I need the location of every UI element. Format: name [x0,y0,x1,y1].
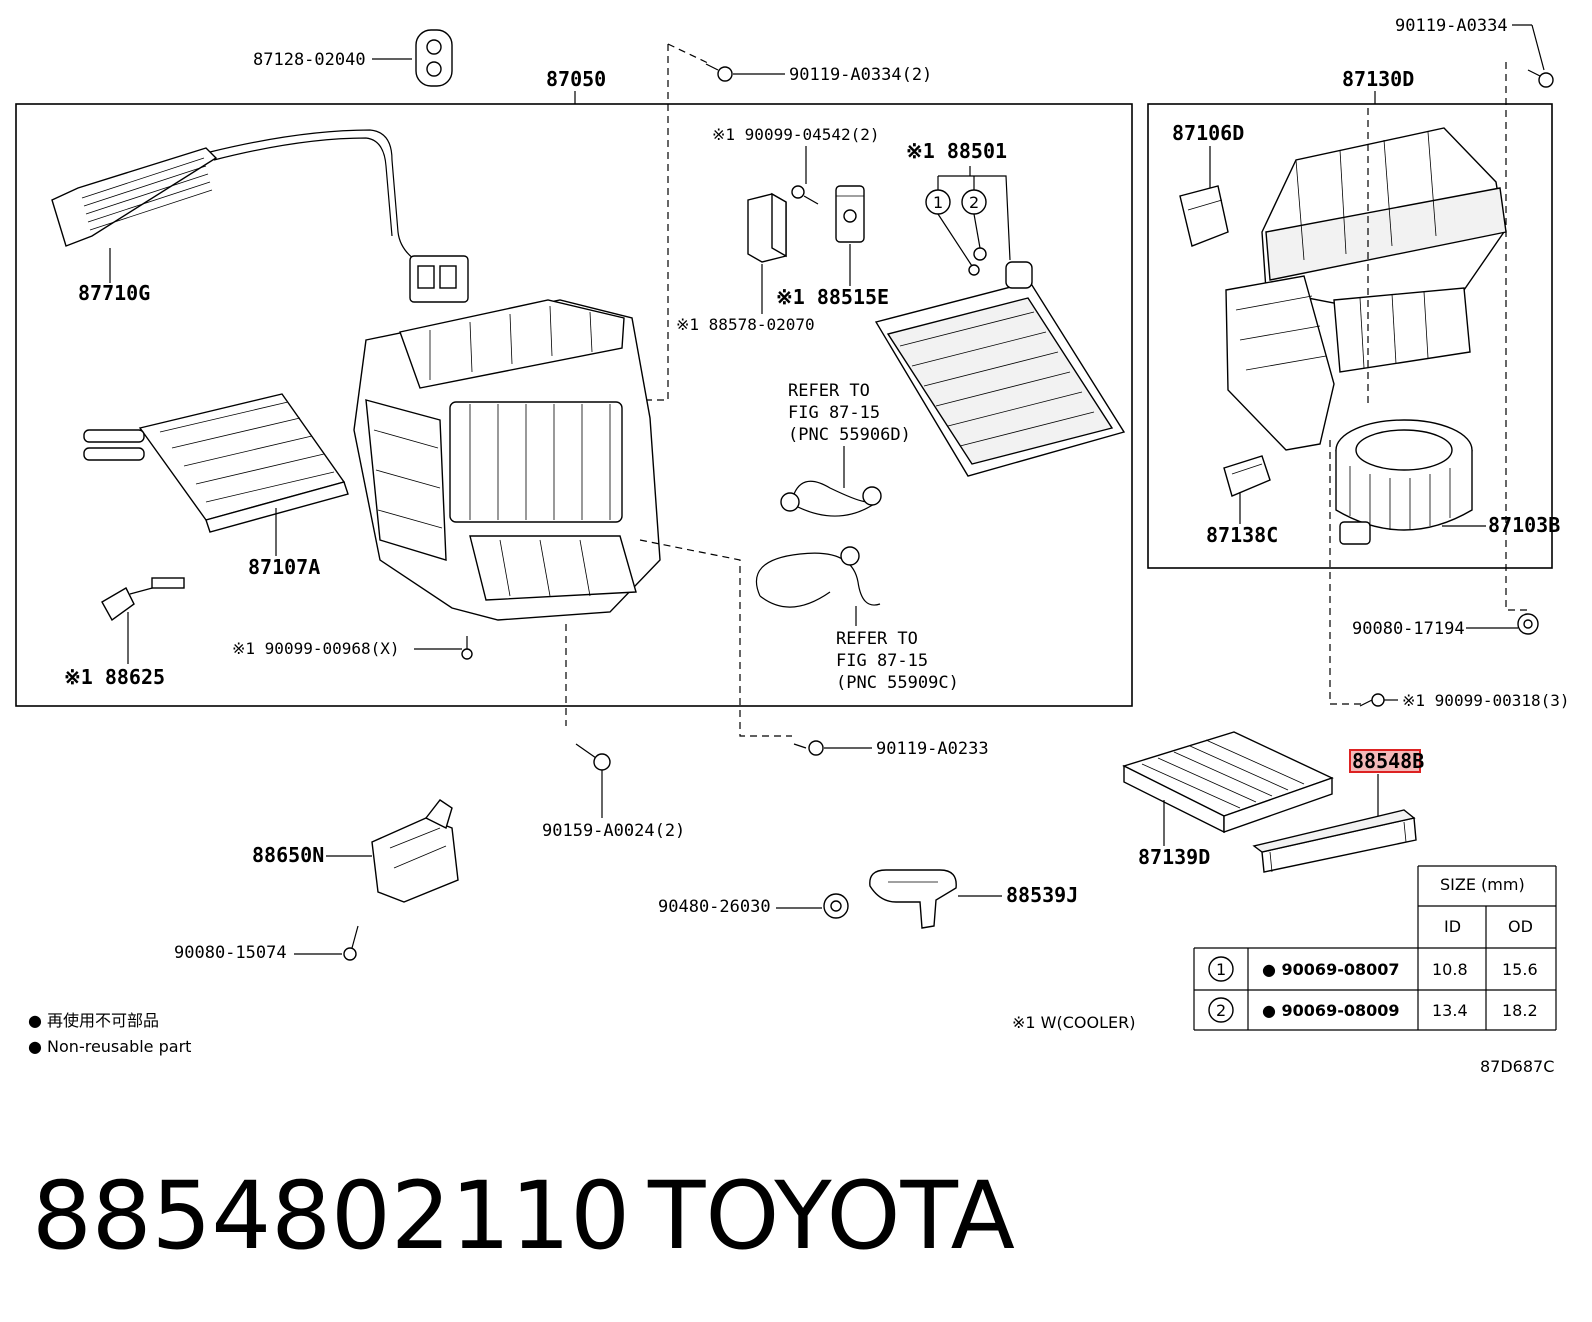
svg-text:15.6: 15.6 [1502,960,1538,979]
svg-text:18.2: 18.2 [1502,1001,1538,1020]
wire-harness-2 [755,546,881,626]
filter-cover-88548B [1252,809,1417,873]
caption-part-number: 8854802110 [32,1162,630,1271]
label-88548B: 88548B [1352,749,1424,773]
heater-unit-housing [353,299,661,621]
cabin-air-filter-87139D [1122,731,1334,834]
screw-icon [791,185,819,205]
legend-line-english: ● Non-reusable part [28,1037,191,1056]
screw-icon [1527,69,1554,88]
refer-1-line3: (PNC 55906D) [788,425,911,445]
label-90099-04542: ※1 90099-04542(2) [712,125,880,144]
svg-text:1: 1 [1216,960,1226,979]
label-88515E: ※1 88515E [776,285,889,309]
wire-harness-1 [780,446,882,517]
label-88650N: 88650N [252,843,324,867]
svg-text:1: 1 [933,193,943,212]
label-88539J: 88539J [1006,883,1078,907]
screw-icon [461,636,473,660]
assembly-box-87130D [1147,103,1553,569]
figure-code: 87D687C [1480,1057,1554,1076]
size-table: SIZE (mm) ID OD 1 ● 90069-08007 10.8 15.… [1193,865,1557,1031]
label-90099-00318: ※1 90099-00318(3) [1402,691,1570,710]
label-90099-00968: ※1 90099-00968(X) [232,639,400,658]
callout-1: 1 [925,189,951,215]
screw-icon [705,63,733,82]
svg-text:13.4: 13.4 [1432,1001,1468,1020]
svg-text:● 90069-08007: ● 90069-08007 [1262,960,1400,979]
expansion-valve-88515E [835,185,865,243]
screw-icon [1359,693,1385,707]
nut-icon [1517,613,1539,635]
label-90159-A0024: 90159-A0024(2) [542,821,685,841]
thermistor-sensor-88625 [101,577,185,622]
refer-2-line1: REFER TO [836,629,918,649]
assembly-box-87050 [15,103,1133,707]
label-87710G: 87710G [78,281,150,305]
svg-text:2: 2 [969,193,979,212]
refer-2-line3: (PNC 55909C) [836,673,959,693]
highlight-box-88548B [1349,749,1421,773]
label-88501: ※1 88501 [906,139,1007,163]
evaporator-tube-assembly-87710G [51,129,469,303]
label-87130D: 87130D [1342,67,1414,91]
blower-resistor-87138C [1223,455,1271,497]
dashed-path-screw-top [640,44,669,401]
grommet-part [415,29,453,87]
o-ring-icon [968,247,987,276]
refer-1-line1: REFER TO [788,381,870,401]
screw-icon [793,740,824,756]
size-table-title: SIZE (mm) [1440,875,1525,894]
label-90080-17194: 90080-17194 [1352,619,1465,639]
clip-icon [823,893,849,919]
label-87106D: 87106D [1172,121,1244,145]
evaporator-88501 [874,261,1126,477]
blower-fan-87103B [1335,419,1473,545]
label-90480-26030: 90480-26030 [658,897,771,917]
size-table-row: 1 ● 90069-08007 10.8 15.6 [1208,956,1538,982]
legend-line-japanese: ● 再使用不可部品 [28,1011,159,1030]
label-90119-A0334: 90119-A0334 [1395,16,1508,36]
label-87107A: 87107A [248,555,320,579]
refer-1-line2: FIG 87-15 [788,403,880,423]
label-88625: ※1 88625 [64,665,165,689]
label-87103B: 87103B [1488,513,1560,537]
screw-icon [575,743,611,771]
screw-icon [343,925,359,961]
caption-brand: TOYOTA [647,1162,1015,1271]
refer-2-line2: FIG 87-15 [836,651,928,671]
expansion-block-cover-88578 [747,192,787,263]
size-table-col-od: OD [1508,917,1533,936]
label-90119-A0233: 90119-A0233 [876,739,989,759]
label-87050: 87050 [546,67,606,91]
drain-hose-88539J [869,869,957,929]
label-90119-A0334-2: 90119-A0334(2) [789,65,932,85]
size-table-row: 2 ● 90069-08009 13.4 18.2 [1208,997,1538,1023]
damper-actuator-88650N [371,799,459,903]
label-87139D: 87139D [1138,845,1210,869]
size-table-col-id: ID [1444,917,1461,936]
label-90080-15074: 90080-15074 [174,943,287,963]
callout-2: 2 [961,189,987,215]
svg-text:10.8: 10.8 [1432,960,1468,979]
blower-case-87130D [1225,127,1507,451]
label-87138C: 87138C [1206,523,1278,547]
servo-motor-87106D [1179,185,1229,247]
label-88578-02070: ※1 88578-02070 [676,315,815,334]
svg-text:● 90069-08009: ● 90069-08009 [1262,1001,1400,1020]
note-cooler: ※1 W(COOLER) [1012,1013,1135,1032]
heater-core-87107A [83,393,349,533]
label-87128-02040: 87128-02040 [253,50,366,70]
svg-text:2: 2 [1216,1001,1226,1020]
